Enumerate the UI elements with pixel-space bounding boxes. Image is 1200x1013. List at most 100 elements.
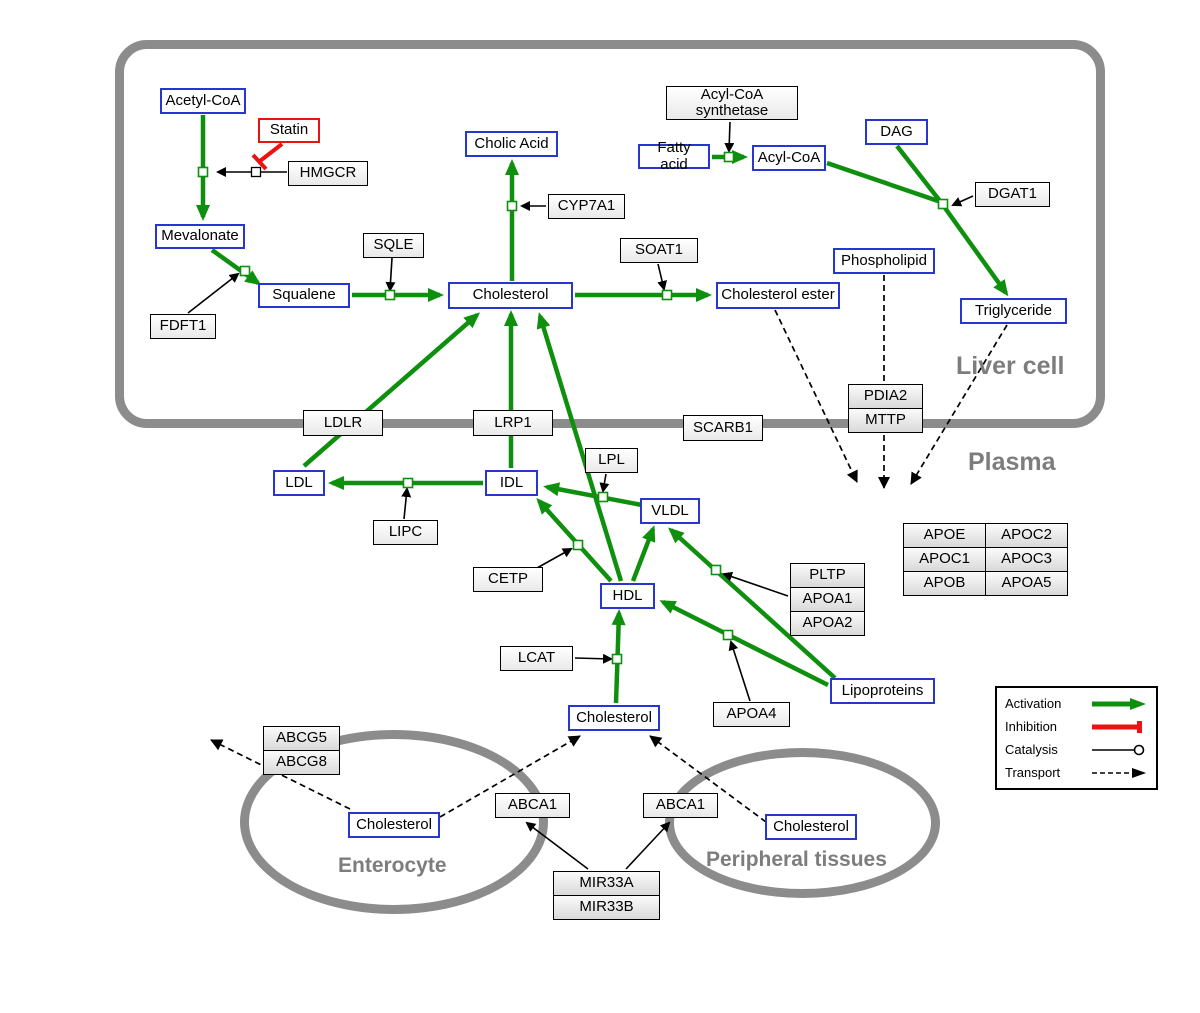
inhibition-statin-bar (251, 153, 268, 171)
node-fdft1[interactable]: FDFT1 (150, 314, 216, 339)
legend-transport: Transport (1005, 761, 1148, 784)
node-sqle[interactable]: SQLE (363, 233, 424, 258)
node-abcg8[interactable]: ABCG8 (263, 750, 340, 775)
edge-ldl-livercholesterol (302, 312, 481, 468)
transport-edges (210, 275, 1008, 823)
node-lipc[interactable]: LIPC (373, 520, 438, 545)
catalysis-edges (187, 121, 974, 870)
transport-cholesterylester-secretion (774, 309, 858, 483)
catalysis-circle-icon (1092, 744, 1145, 755)
node-lipoproteins[interactable]: Lipoproteins (830, 678, 935, 704)
node-hdl[interactable]: HDL (600, 583, 655, 609)
node-apoa2[interactable]: APOA2 (790, 611, 865, 636)
edge-lipoproteins-vldl (668, 527, 837, 680)
node-cholesterol-peripheral[interactable]: Cholesterol (765, 814, 857, 840)
node-dgat1[interactable]: DGAT1 (975, 182, 1050, 207)
peripheral-tissues-label: Peripheral tissues (706, 848, 887, 871)
reaction-node (937, 198, 949, 210)
transport-enterocyte-cholesterol-efflux (439, 735, 581, 818)
reaction-node (611, 653, 623, 665)
node-apoe[interactable]: APOE (903, 523, 986, 548)
reaction-nodes (197, 151, 949, 665)
node-mevalonate[interactable]: Mevalonate (155, 224, 245, 249)
node-mir33b[interactable]: MIR33B (553, 895, 660, 920)
reaction-node (722, 629, 734, 641)
edge-lipoproteins-hdl (659, 599, 830, 688)
catalysis-lpl (599, 473, 610, 493)
node-cholesterol-liver[interactable]: Cholesterol (448, 282, 573, 309)
node-pdia2[interactable]: PDIA2 (848, 384, 923, 409)
node-fatty-acid[interactable]: Fatty acid (638, 140, 710, 172)
node-cholesterol-plasma[interactable]: Cholesterol (568, 705, 660, 731)
node-cholesterol-enterocyte[interactable]: Cholesterol (348, 812, 440, 838)
catalysis-pltp-apoa (722, 571, 789, 597)
activation-edges (196, 115, 1009, 704)
node-dag[interactable]: DAG (865, 119, 928, 145)
node-scarb1[interactable]: SCARB1 (683, 415, 763, 441)
transport-peripheral-cholesterol-efflux (649, 735, 767, 823)
enterocyte-compartment (240, 730, 548, 914)
inhibition-statin-line (258, 142, 284, 163)
node-mir33a[interactable]: MIR33A (553, 871, 660, 896)
node-cholesterol-ester[interactable]: Cholesterol ester (716, 282, 840, 309)
catalysis-lcat (574, 653, 613, 664)
catalysis-dgat1 (951, 195, 974, 207)
node-apoa4[interactable]: APOA4 (713, 702, 790, 727)
node-apoc2[interactable]: APOC2 (985, 523, 1068, 548)
liver-cell-label: Liver cell (956, 352, 1065, 380)
node-pltp[interactable]: PLTP (790, 563, 865, 588)
node-soat1[interactable]: SOAT1 (620, 238, 698, 263)
inhibition-edge (251, 142, 284, 171)
node-lrp1[interactable]: LRP1 (473, 410, 553, 436)
reaction-node (661, 289, 673, 301)
node-apoc1[interactable]: APOC1 (903, 547, 986, 572)
node-mttp[interactable]: MTTP (848, 408, 923, 433)
catalysis-apoa4 (728, 640, 751, 702)
inhibition-tbar-icon (1092, 720, 1142, 733)
node-idl[interactable]: IDL (485, 470, 538, 496)
node-abcg5[interactable]: ABCG5 (263, 726, 340, 751)
edge-hdl-livercholesterol (536, 312, 624, 582)
node-acetyl-coa[interactable]: Acetyl-CoA (160, 88, 246, 114)
node-ldlr[interactable]: LDLR (303, 410, 383, 436)
node-lpl[interactable]: LPL (585, 448, 638, 473)
node-abca1-peripheral[interactable]: ABCA1 (643, 793, 718, 818)
node-apoa5[interactable]: APOA5 (985, 571, 1068, 596)
node-hmgcr[interactable]: HMGCR (288, 161, 368, 186)
edge-vldl-idl (543, 482, 643, 508)
legend-catalysis-label: Catalysis (1005, 742, 1058, 757)
node-cetp[interactable]: CETP (473, 567, 543, 592)
node-lcat[interactable]: LCAT (500, 646, 573, 671)
node-triglyceride[interactable]: Triglyceride (960, 298, 1067, 324)
node-phospholipid[interactable]: Phospholipid (833, 248, 935, 274)
node-acyl-coa-synthetase[interactable]: Acyl-CoA synthetase (666, 86, 798, 120)
node-cholic-acid[interactable]: Cholic Acid (465, 131, 558, 157)
legend-activation-label: Activation (1005, 696, 1062, 711)
node-vldl[interactable]: VLDL (640, 498, 700, 524)
node-acyl-coa[interactable]: Acyl-CoA (752, 145, 826, 171)
transport-triglyceride-secretion (910, 324, 1008, 485)
plasma-label: Plasma (968, 448, 1056, 476)
liver-cell-compartment (115, 40, 1105, 428)
reaction-node (402, 477, 414, 489)
reaction-node (197, 166, 209, 178)
node-abca1-enterocyte[interactable]: ABCA1 (495, 793, 570, 818)
legend: Activation Inhibition Catalysis Transpor… (995, 686, 1158, 790)
edge-acylcoa-dgat1node (826, 160, 942, 205)
reaction-node (597, 491, 609, 503)
node-ldl[interactable]: LDL (273, 470, 325, 496)
legend-catalysis: Catalysis (1005, 738, 1148, 761)
catalysis-sqle (385, 257, 396, 292)
node-apoc3[interactable]: APOC3 (985, 547, 1068, 572)
reaction-node (239, 265, 251, 277)
node-squalene[interactable]: Squalene (258, 283, 350, 308)
regulation-mir33-abca1-peripheral (625, 821, 671, 870)
edge-dag-dgat1node (895, 144, 942, 203)
legend-transport-label: Transport (1005, 765, 1061, 780)
node-apob[interactable]: APOB (903, 571, 986, 596)
node-cyp7a1[interactable]: CYP7A1 (548, 194, 625, 219)
node-apoa1[interactable]: APOA1 (790, 587, 865, 612)
node-statin[interactable]: Statin (258, 118, 320, 143)
